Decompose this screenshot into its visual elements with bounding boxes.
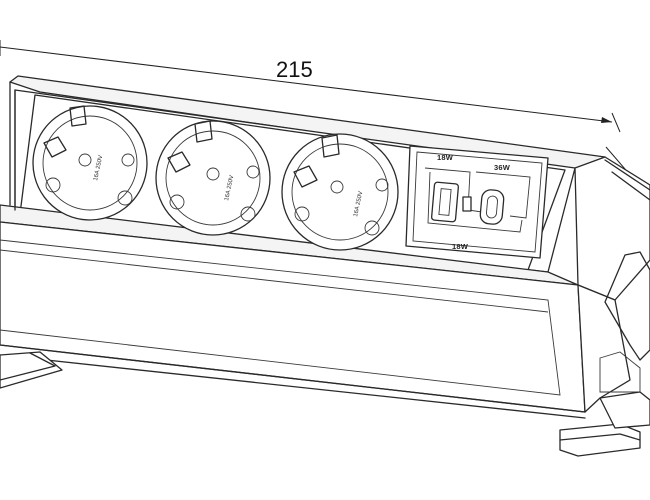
- width-dimension: 215: [0, 40, 621, 133]
- led-indicator: [462, 196, 472, 212]
- socket-3-marking: 16A 250V: [353, 191, 364, 218]
- usb-label-bottom: 18W: [452, 242, 469, 251]
- width-dimension-label: 215: [276, 57, 313, 82]
- usb-a-port: [430, 181, 460, 223]
- socket-1-marking: 16A 250V: [93, 155, 104, 182]
- left-foot: [0, 351, 63, 389]
- socket-3: 16A 250V: [281, 133, 399, 251]
- usb-label-top-right: 36W: [494, 163, 511, 172]
- left-end: [9, 81, 16, 211]
- socket-1: 16A 250V: [32, 105, 148, 221]
- socket-2: 16A 250V: [155, 120, 271, 236]
- usb-label-top-left: 18W: [437, 153, 454, 162]
- usb-module: 18W 36W 18W: [405, 145, 549, 259]
- right-foot: [559, 391, 650, 457]
- usb-c-port: [479, 189, 505, 225]
- socket-2-marking: 16A 250V: [224, 175, 235, 202]
